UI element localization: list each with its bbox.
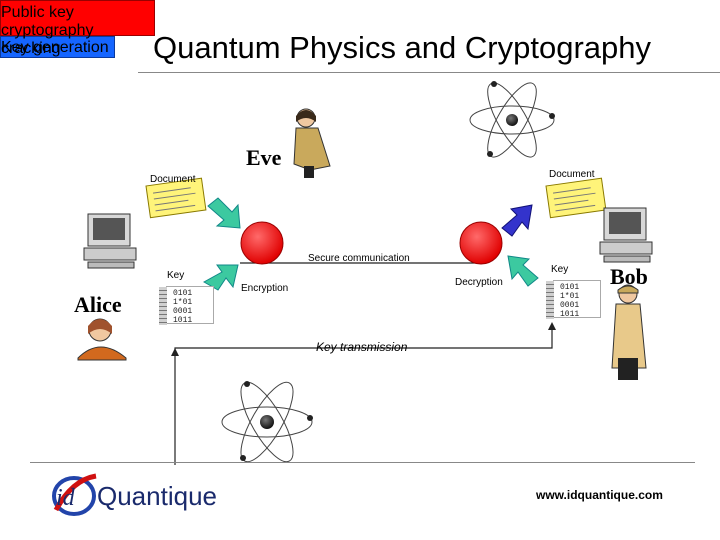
footer-divider bbox=[30, 462, 695, 463]
logo-brand-text: Quantique bbox=[97, 481, 217, 511]
encryption-node bbox=[240, 221, 284, 265]
alice-key-card-spine bbox=[159, 287, 167, 325]
alice-key-label: Key bbox=[167, 270, 185, 281]
encryption-label: Encryption bbox=[241, 283, 289, 294]
decryption-label: Decryption bbox=[455, 277, 503, 288]
decryption-node bbox=[459, 221, 503, 265]
document-icon-left bbox=[145, 177, 207, 219]
crack-box-line-1: Public key cryptography bbox=[1, 4, 94, 39]
key-line-arrowhead-right bbox=[548, 322, 556, 330]
key-generation-box: Key generation bbox=[0, 36, 115, 58]
bob-key-label: Key bbox=[551, 264, 569, 275]
atom-icon-top bbox=[469, 81, 555, 158]
bob-key-bits-2: 1*01 bbox=[560, 292, 580, 301]
alice-key-bits-3: 0001 bbox=[173, 307, 193, 316]
secure-communication-label: Secure communication bbox=[308, 253, 410, 264]
arrow-document-to-encryption bbox=[207, 197, 241, 229]
bob-key-bits-1: 0101 bbox=[560, 283, 580, 292]
key-line-arrowhead-left bbox=[171, 348, 179, 356]
slide-title: Quantum Physics and Cryptography bbox=[153, 30, 651, 65]
bob-key-bits-3: 0001 bbox=[560, 301, 580, 310]
key-transmission-label: Key transmission bbox=[316, 340, 408, 354]
bob-label: Bob bbox=[610, 264, 648, 289]
alice-label: Alice bbox=[74, 292, 122, 317]
atom-icon-bottom bbox=[221, 381, 313, 463]
alice-key-bits-1: 0101 bbox=[173, 289, 193, 298]
arrow-key-to-decryption bbox=[507, 255, 539, 287]
alice-key-bits-2: 1*01 bbox=[173, 298, 193, 307]
bob-key-bits-4: 1011 bbox=[560, 310, 580, 319]
idquantique-logo-mark: id bbox=[52, 473, 97, 516]
key-transmission-line bbox=[174, 325, 553, 465]
website-url: www.idquantique.com bbox=[536, 488, 663, 502]
title-divider bbox=[138, 72, 720, 73]
bob-figure-icon bbox=[611, 284, 647, 380]
logo-mark-text: id bbox=[56, 485, 76, 511]
arrow-key-to-encryption bbox=[202, 264, 239, 291]
alice-figure-icon bbox=[77, 318, 127, 361]
computer-icon-right bbox=[599, 207, 653, 263]
alice-key-card: 0101 1*01 0001 1011 bbox=[159, 286, 214, 325]
eve-label: Eve bbox=[246, 145, 282, 170]
key-generation-label: Key generation bbox=[1, 39, 109, 56]
right-document-label: Document bbox=[549, 169, 595, 180]
bob-key-card: 0101 1*01 0001 1011 bbox=[546, 280, 601, 319]
alice-key-bits-4: 1011 bbox=[173, 316, 193, 325]
left-document-label: Document bbox=[150, 174, 196, 185]
eve-figure-icon bbox=[293, 108, 331, 178]
computer-icon-left bbox=[83, 213, 137, 269]
arrow-decryption-to-document bbox=[501, 204, 533, 237]
bob-key-card-spine bbox=[546, 281, 554, 319]
document-icon-right bbox=[545, 177, 607, 219]
